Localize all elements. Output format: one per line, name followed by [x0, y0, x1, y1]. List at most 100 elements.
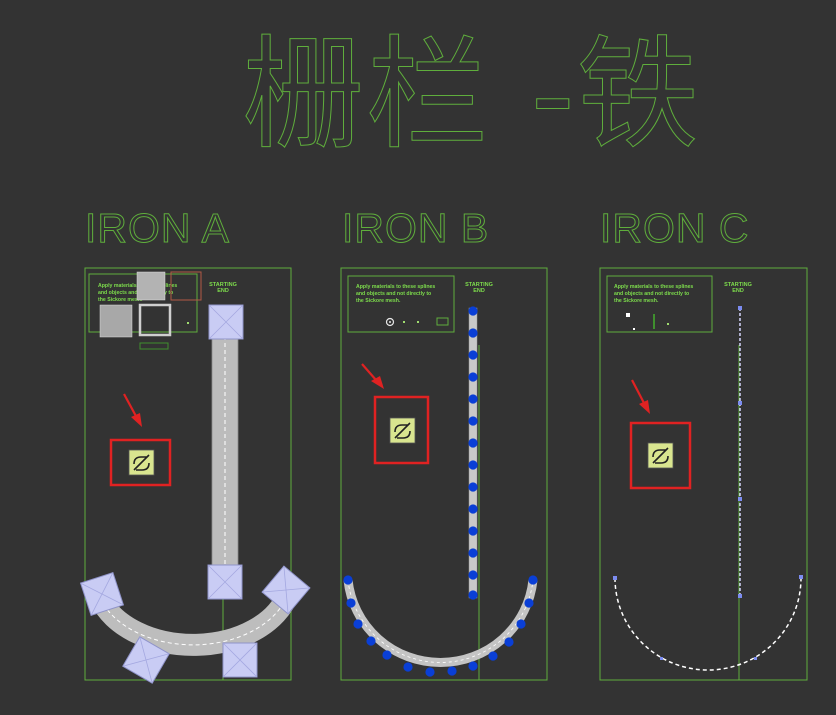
spline-node[interactable] [468, 661, 478, 671]
spline-node[interactable] [468, 394, 478, 404]
panel-title-iron-c: IRON C [600, 205, 750, 251]
spline-node[interactable] [343, 575, 353, 585]
note-line: the Sickore mesh. [614, 298, 659, 304]
note-line: the Sickore mesh. [356, 298, 401, 304]
note-box [606, 275, 713, 333]
pivot-dot [389, 321, 391, 323]
panel-frame [84, 267, 292, 681]
post-cap[interactable] [207, 564, 243, 600]
spline-vertex[interactable] [738, 401, 742, 405]
spline-node[interactable] [366, 636, 376, 646]
spline-node[interactable] [425, 667, 435, 677]
note-line: and objects and not directly to [614, 291, 689, 297]
spline-vertex[interactable] [738, 306, 742, 310]
spline-modifier-icon[interactable] [647, 442, 674, 469]
material-swatch-red[interactable] [170, 271, 202, 301]
spline-node[interactable] [468, 548, 478, 558]
material-swatch[interactable] [99, 304, 133, 338]
panel-title-iron-b: IRON B [342, 205, 489, 251]
spline-node[interactable] [528, 575, 538, 585]
red-arrow-icon [123, 393, 142, 427]
note-line: the Sickore mesh. [98, 297, 143, 303]
starting-label: STARTING [465, 282, 493, 288]
spline-node[interactable] [524, 598, 534, 608]
page-title: 栅栏 -铁 [242, 24, 701, 166]
spline-node[interactable] [468, 482, 478, 492]
highlight-box [629, 421, 692, 490]
post-cap[interactable] [79, 571, 125, 617]
spline-node[interactable] [468, 526, 478, 536]
spline-curve[interactable] [614, 577, 802, 671]
post-cap[interactable] [261, 565, 311, 615]
panel-iron-b: IRON B Apply materials to these splines … [340, 205, 548, 681]
node-arc [343, 575, 538, 677]
spline-vertex[interactable] [613, 576, 617, 580]
note-line: Apply materials to these splines [356, 284, 435, 290]
post-cap[interactable] [122, 636, 170, 684]
spline-vertex[interactable] [754, 657, 757, 660]
panel-frame [599, 267, 808, 681]
red-arrow-icon [631, 379, 650, 414]
highlight-box [373, 395, 430, 465]
note-box [347, 275, 455, 333]
tiny-dot [417, 321, 419, 323]
panel-iron-a: IRON A Apply materials to these splines … [79, 205, 311, 684]
note-line: and objects and not directly to [356, 291, 431, 297]
node-column [468, 306, 478, 600]
post-cap[interactable] [222, 642, 258, 678]
tiny-dot [187, 322, 189, 324]
tiny-dot [403, 321, 405, 323]
spline-node[interactable] [516, 619, 526, 629]
spline-vertex[interactable] [738, 594, 742, 598]
pivot-icon[interactable] [385, 317, 395, 327]
spline-curve [347, 579, 534, 663]
spline-node[interactable] [468, 590, 478, 600]
spline-node[interactable] [488, 651, 498, 661]
spline-node[interactable] [468, 372, 478, 382]
spline-node[interactable] [468, 350, 478, 360]
white-marker [626, 313, 630, 317]
iron-rail-curve[interactable] [343, 579, 538, 667]
panel-iron-c: IRON C Apply materials to these splines … [599, 205, 808, 681]
tiny-dot [667, 323, 669, 325]
spline-vertex[interactable] [660, 657, 663, 660]
spline-node[interactable] [353, 619, 363, 629]
spline-node[interactable] [468, 570, 478, 580]
red-arrow-icon [361, 363, 384, 389]
small-rect-marker [436, 317, 449, 326]
panel-title-iron-a: IRON A [85, 205, 230, 251]
note-line: Apply materials to these splines [614, 284, 693, 290]
iron-rail-curve[interactable] [90, 589, 299, 656]
spline-node[interactable] [468, 438, 478, 448]
green-bar-marker [653, 314, 655, 329]
spline-node[interactable] [468, 504, 478, 514]
spline-node[interactable] [468, 306, 478, 316]
spline-node[interactable] [468, 416, 478, 426]
spline-curve [99, 593, 289, 646]
starting-label: STARTING [209, 282, 237, 288]
spline-node[interactable] [468, 328, 478, 338]
highlight-box [109, 438, 172, 487]
spline-node[interactable] [504, 637, 514, 647]
tiny-dot [633, 328, 635, 330]
end-label: END [217, 288, 229, 294]
spline-node[interactable] [403, 662, 413, 672]
spline-modifier-icon[interactable] [389, 417, 416, 444]
spline-node[interactable] [346, 598, 356, 608]
spline-node[interactable] [468, 460, 478, 470]
end-label: END [473, 288, 485, 294]
spline-node[interactable] [382, 650, 392, 660]
spline-vertex[interactable] [738, 497, 742, 501]
panel-frame [340, 267, 548, 681]
material-swatch-green[interactable] [139, 342, 169, 350]
note-line: and objects and not directly to [98, 290, 173, 296]
spline-vertex[interactable] [799, 575, 803, 579]
material-swatch-outline[interactable] [138, 303, 172, 337]
material-swatch[interactable] [136, 271, 166, 301]
spline-modifier-icon[interactable] [128, 449, 155, 476]
spline-node[interactable] [447, 666, 457, 676]
post-cap[interactable] [208, 304, 244, 340]
end-label: END [732, 288, 744, 294]
starting-label: STARTING [724, 282, 752, 288]
